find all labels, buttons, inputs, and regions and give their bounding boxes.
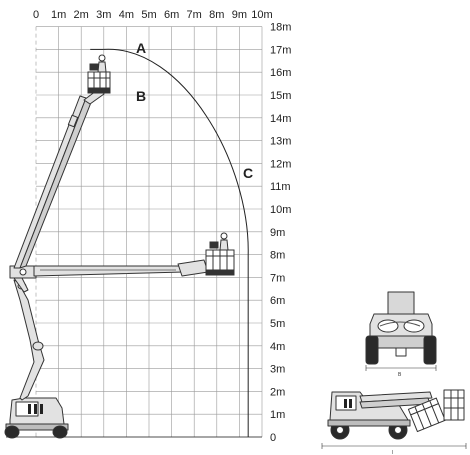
x-tick-label: 10m: [251, 9, 272, 21]
operator-head: [220, 232, 228, 240]
platform-basket-top: [87, 54, 111, 94]
point-b-label: B: [136, 88, 146, 104]
rear-dimension-label: B: [398, 372, 402, 378]
y-tick-label: 5m: [270, 318, 285, 330]
front-wheel: [52, 425, 68, 439]
y-tick-label: 4m: [270, 341, 285, 353]
rear-wheel: [4, 425, 20, 439]
y-tick-label: 8m: [270, 250, 285, 262]
y-tick-label: 3m: [270, 364, 285, 376]
y-tick-label: 12m: [270, 158, 291, 170]
y-tick-label: 16m: [270, 67, 291, 79]
rear-left-tyre: [365, 335, 379, 365]
x-tick-label: 1m: [51, 9, 66, 21]
x-tick-label: 9m: [232, 9, 247, 21]
point-c-label: C: [243, 165, 253, 181]
y-tick-label: 11m: [270, 181, 291, 193]
upper-boom-raised: [13, 87, 105, 269]
machine-rear-view: [365, 291, 437, 365]
x-tick-label: 7m: [187, 9, 202, 21]
x-tick-label: 2m: [74, 9, 89, 21]
y-tick-label: 2m: [270, 386, 285, 398]
rear-width-dimension: [365, 365, 437, 371]
x-tick-label: 4m: [119, 9, 134, 21]
side-length-dimension: [321, 443, 467, 449]
y-axis-ticks: 0 1m 2m 3m 4m 5m 6m 7m 8m 9m 10m 11m 12m 13m 14m 15m 16m…: [270, 22, 291, 444]
y-tick-label: 7m: [270, 272, 285, 284]
x-tick-label: 5m: [141, 9, 156, 21]
chassis: [4, 397, 69, 439]
x-tick-label: 0: [33, 9, 39, 21]
x-axis-ticks: 0 1m 2m 3m 4m 5m 6m 7m 8m 9m 10m: [33, 9, 273, 21]
operator-head: [98, 54, 106, 62]
x-tick-label: 6m: [164, 9, 179, 21]
point-a-label: A: [136, 40, 146, 56]
x-tick-label: 8m: [209, 9, 224, 21]
range-grid: [6, 26, 263, 438]
y-tick-label: 1m: [270, 409, 285, 421]
y-tick-label: 9m: [270, 227, 285, 239]
y-tick-label: 10m: [270, 204, 291, 216]
y-tick-label: 17m: [270, 44, 291, 56]
upper-boom-horizontal: [33, 259, 209, 277]
side-dimension-label: l: [392, 450, 393, 455]
lower-riser: [13, 277, 29, 293]
lower-boom: [13, 279, 45, 401]
reach-envelope-curve: [103, 48, 249, 437]
machine-main-illustration: [4, 87, 209, 439]
machine-stowed-side-view: [327, 389, 465, 440]
x-tick-label: 3m: [96, 9, 111, 21]
y-tick-label: 14m: [270, 113, 291, 125]
rear-right-tyre: [423, 335, 437, 365]
y-tick-label: 6m: [270, 295, 285, 307]
y-tick-label: 15m: [270, 90, 291, 102]
y-tick-label: 18m: [270, 22, 291, 34]
platform-basket-side: [205, 232, 235, 276]
y-tick-label: 13m: [270, 136, 291, 148]
y-tick-label: 0: [270, 432, 276, 444]
